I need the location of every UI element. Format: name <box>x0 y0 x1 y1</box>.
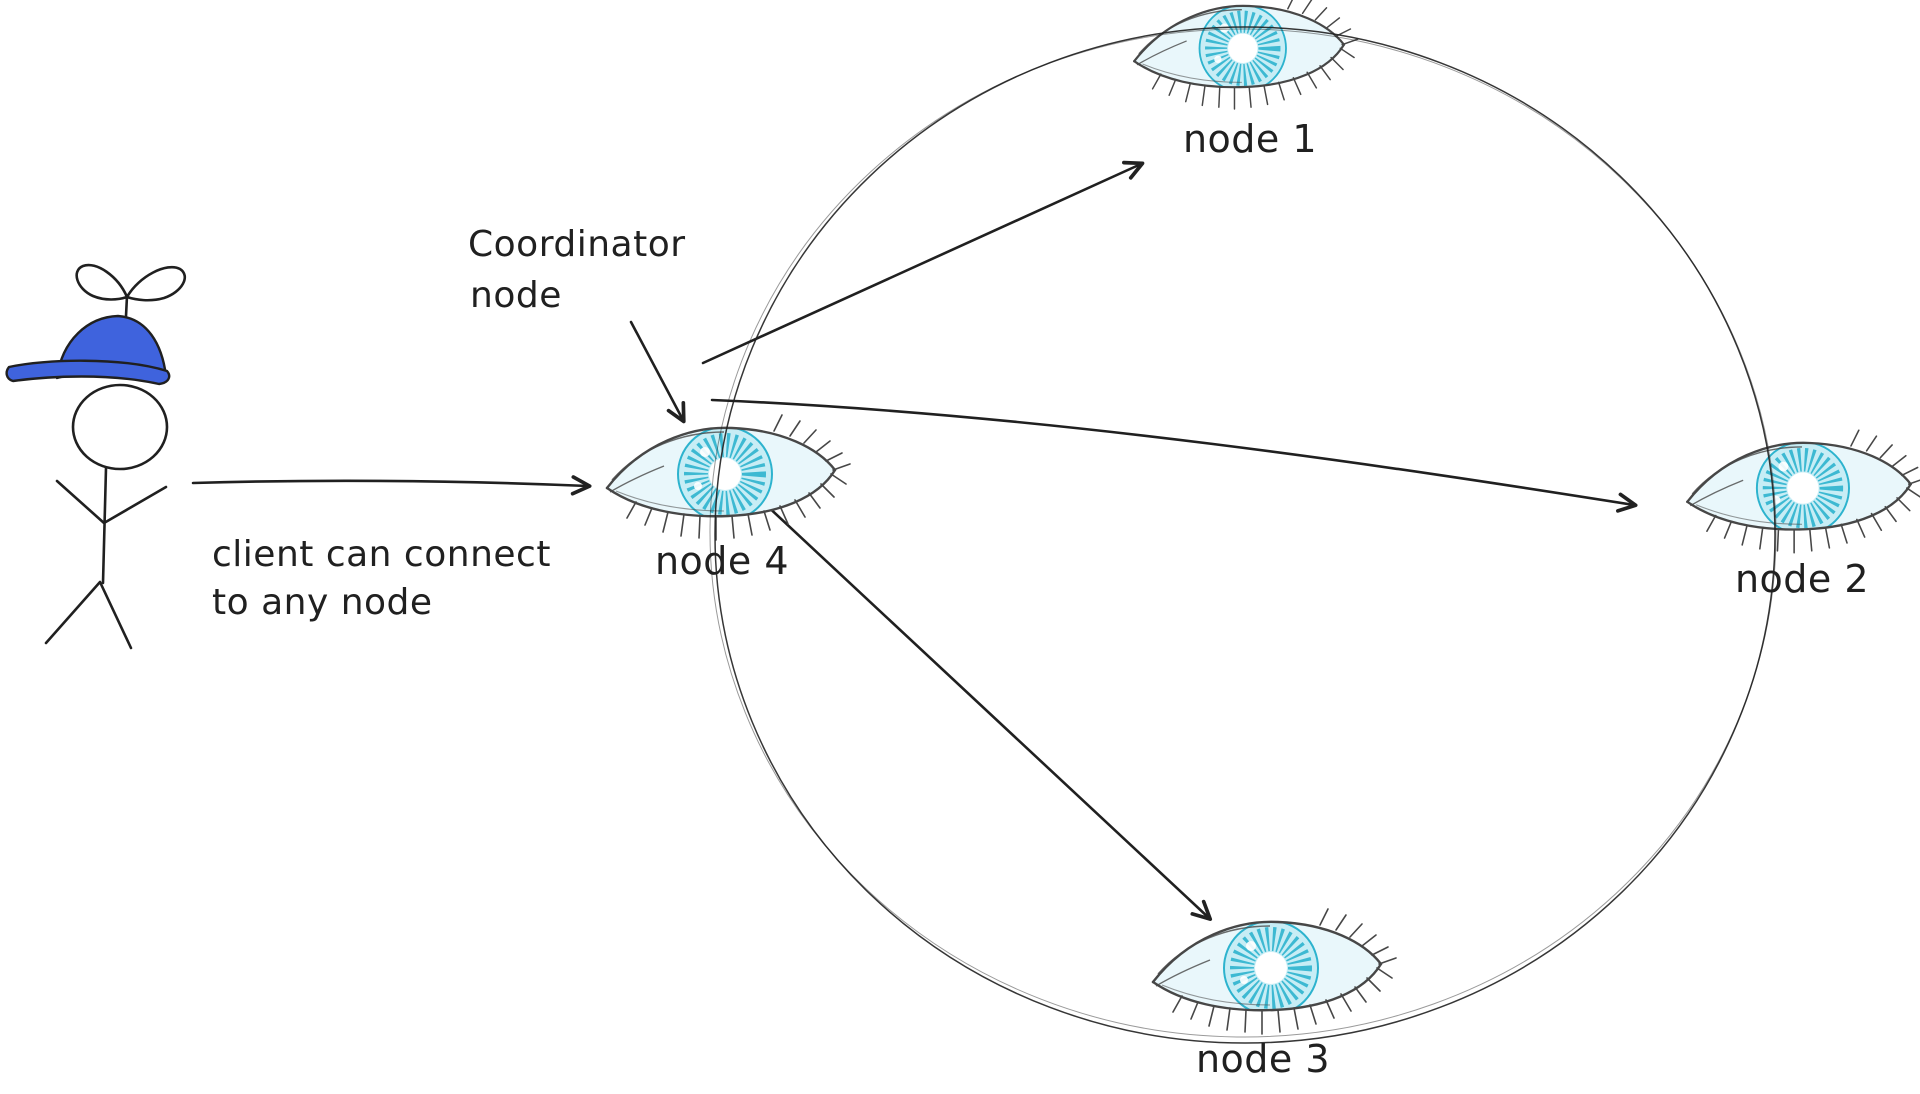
client-figure-icon <box>5 263 186 650</box>
eye-node-4-icon <box>607 415 850 540</box>
node4-to-node3-arrow <box>702 445 1213 921</box>
node-1-label: node 1 <box>1183 117 1317 161</box>
eye-node-3-icon <box>1153 909 1396 1034</box>
client-to-node4-arrow <box>191 475 592 496</box>
coordinator-label-line1: Coordinator <box>468 224 686 265</box>
eye-node-1-icon <box>1134 0 1358 109</box>
client-head <box>71 383 169 471</box>
propeller-icon <box>75 263 186 318</box>
node-3-label: node 3 <box>1196 1037 1330 1081</box>
client-body <box>44 466 168 650</box>
client-label-line2: to any node <box>212 582 433 623</box>
node-4-label: node 4 <box>655 539 789 583</box>
client-label-line1: client can connect <box>212 534 551 575</box>
node-ring-sketch-stroke <box>709 28 1777 1038</box>
cap-brim-icon <box>5 359 171 386</box>
node4-to-node1-arrow <box>701 160 1145 365</box>
eye-node-2-icon <box>1687 430 1920 553</box>
node-2-label: node 2 <box>1735 557 1869 601</box>
coordinator-pointer-arrow <box>629 320 686 424</box>
coordinator-label-line2: node <box>470 275 562 316</box>
node4-to-node2-arrow <box>710 398 1638 513</box>
node-ring <box>714 26 1776 1044</box>
